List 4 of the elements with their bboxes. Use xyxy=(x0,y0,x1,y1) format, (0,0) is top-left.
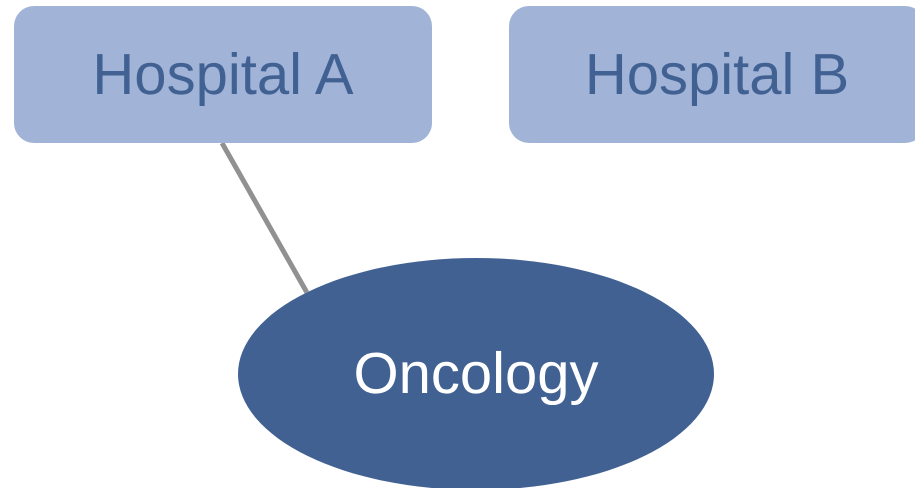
hospital-box: Hospital A xyxy=(14,6,432,143)
department-ellipse: Oncology xyxy=(238,258,714,488)
hospital-box: Hospital B xyxy=(509,6,915,143)
connector-line xyxy=(220,142,310,294)
